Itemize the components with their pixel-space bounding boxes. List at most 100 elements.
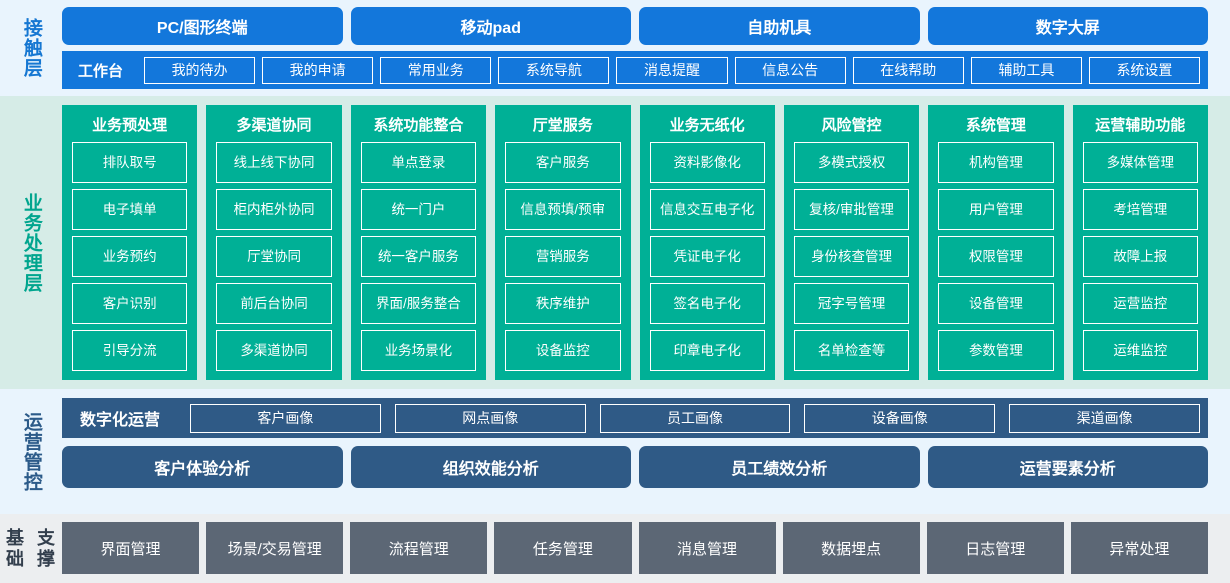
- business-item[interactable]: 秩序维护: [505, 283, 621, 324]
- business-column: 业务无纸化 资料影像化 信息交互电子化 凭证电子化 签名电子化 印章电子化: [639, 105, 775, 380]
- analysis-item[interactable]: 组织效能分析: [350, 446, 631, 488]
- workbench-item[interactable]: 消息提醒: [616, 56, 728, 84]
- business-item[interactable]: 运营监控: [1082, 283, 1198, 324]
- portrait-item[interactable]: 设备画像: [804, 403, 996, 433]
- workbench-item[interactable]: 在线帮助: [852, 56, 964, 84]
- business-item[interactable]: 设备监控: [505, 330, 621, 371]
- base-support-item[interactable]: 消息管理: [638, 522, 776, 574]
- business-item[interactable]: 印章电子化: [649, 330, 765, 371]
- workbench-item[interactable]: 系统设置: [1088, 56, 1200, 84]
- business-item[interactable]: 名单检查等: [793, 330, 910, 371]
- base-support-item[interactable]: 流程管理: [350, 522, 488, 574]
- workbench-item[interactable]: 我的申请: [262, 56, 374, 84]
- business-column: 风险管控 多模式授权 复核/审批管理 身份核查管理 冠字号管理 名单检查等: [783, 105, 920, 380]
- channel-button[interactable]: 数字大屏: [927, 7, 1208, 45]
- channel-button[interactable]: 自助机具: [639, 7, 920, 45]
- layer-contact: 接触层 PC/图形终端 移动pad 自助机具 数字大屏 工作台 我的待办 我的申…: [0, 0, 1230, 96]
- business-item[interactable]: 界面/服务整合: [360, 283, 477, 324]
- business-item[interactable]: 用户管理: [938, 189, 1054, 230]
- business-item[interactable]: 复核/审批管理: [793, 189, 910, 230]
- base-support-item[interactable]: 界面管理: [62, 522, 200, 574]
- base-support-item[interactable]: 日志管理: [926, 522, 1064, 574]
- layer-label-base-line2: 支撑: [37, 528, 56, 569]
- base-support-item[interactable]: 场景/交易管理: [206, 522, 344, 574]
- layer-label-base-support: 基础 支撑: [0, 514, 62, 583]
- business-item[interactable]: 参数管理: [938, 330, 1054, 371]
- channel-button[interactable]: PC/图形终端: [62, 7, 343, 45]
- workbench-item[interactable]: 系统导航: [498, 56, 610, 84]
- business-item[interactable]: 信息交互电子化: [649, 189, 765, 230]
- base-support-item[interactable]: 任务管理: [494, 522, 632, 574]
- business-column: 业务预处理 排队取号 电子填单 业务预约 客户识别 引导分流: [62, 105, 198, 380]
- business-item[interactable]: 权限管理: [938, 236, 1054, 277]
- business-item[interactable]: 身份核查管理: [793, 236, 910, 277]
- business-column-title: 系统功能整合: [373, 116, 464, 134]
- business-item[interactable]: 统一客户服务: [360, 236, 477, 277]
- portrait-item[interactable]: 渠道画像: [1009, 403, 1200, 433]
- business-item[interactable]: 凭证电子化: [649, 236, 765, 277]
- layer-business-body: 业务预处理 排队取号 电子填单 业务预约 客户识别 引导分流 多渠道协同 线上线…: [62, 96, 1230, 389]
- business-item[interactable]: 引导分流: [72, 330, 188, 371]
- business-item[interactable]: 资料影像化: [649, 142, 765, 183]
- business-item[interactable]: 运维监控: [1082, 330, 1198, 371]
- workbench-bar: 工作台 我的待办 我的申请 常用业务 系统导航 消息提醒 信息公告 在线帮助 辅…: [62, 51, 1208, 89]
- workbench-item[interactable]: 信息公告: [734, 56, 846, 84]
- business-item[interactable]: 考培管理: [1082, 189, 1198, 230]
- base-support-row: 界面管理 场景/交易管理 流程管理 任务管理 消息管理 数据埋点 日志管理 异常…: [62, 522, 1208, 574]
- business-column: 系统功能整合 单点登录 统一门户 统一客户服务 界面/服务整合 业务场景化: [350, 105, 487, 380]
- layer-label-business: 业务处理层: [20, 192, 42, 293]
- business-column: 多渠道协同 线上线下协同 柜内柜外协同 厅堂协同 前后台协同 多渠道协同: [206, 105, 342, 380]
- business-item[interactable]: 统一门户: [360, 189, 477, 230]
- analysis-item[interactable]: 客户体验分析: [62, 446, 343, 488]
- business-item[interactable]: 线上线下协同: [216, 142, 332, 183]
- business-item[interactable]: 冠字号管理: [793, 283, 910, 324]
- business-item[interactable]: 排队取号: [72, 142, 188, 183]
- layer-business: 业务处理层 业务预处理 排队取号 电子填单 业务预约 客户识别 引导分流 多渠道…: [0, 96, 1230, 389]
- business-item[interactable]: 故障上报: [1082, 236, 1198, 277]
- business-column-title: 业务无纸化: [669, 116, 745, 134]
- business-item[interactable]: 多渠道协同: [216, 330, 332, 371]
- business-columns: 业务预处理 排队取号 电子填单 业务预约 客户识别 引导分流 多渠道协同 线上线…: [62, 105, 1208, 380]
- business-column-title: 系统管理: [965, 116, 1026, 134]
- business-item[interactable]: 多媒体管理: [1082, 142, 1198, 183]
- base-support-item[interactable]: 异常处理: [1070, 522, 1208, 574]
- business-column-title: 运营辅助功能: [1095, 116, 1186, 134]
- business-item[interactable]: 厅堂协同: [216, 236, 332, 277]
- portrait-item[interactable]: 网点画像: [394, 403, 586, 433]
- workbench-item[interactable]: 常用业务: [380, 56, 492, 84]
- digital-operations-row: 数字化运营 客户画像 网点画像 员工画像 设备画像 渠道画像: [62, 398, 1208, 438]
- business-item[interactable]: 单点登录: [360, 142, 477, 183]
- business-item[interactable]: 柜内柜外协同: [216, 189, 332, 230]
- portrait-item[interactable]: 员工画像: [599, 403, 791, 433]
- layer-label-base-line1: 基础: [6, 528, 25, 569]
- business-item[interactable]: 业务场景化: [360, 330, 477, 371]
- business-item[interactable]: 营销服务: [505, 236, 621, 277]
- base-support-item[interactable]: 数据埋点: [782, 522, 920, 574]
- layer-base-support: 基础 支撑 界面管理 场景/交易管理 流程管理 任务管理 消息管理 数据埋点 日…: [0, 514, 1230, 583]
- business-item[interactable]: 设备管理: [938, 283, 1054, 324]
- layer-label-contact: 接触层: [20, 18, 42, 78]
- business-item[interactable]: 电子填单: [72, 189, 188, 230]
- business-item[interactable]: 业务预约: [72, 236, 188, 277]
- workbench-item[interactable]: 我的待办: [144, 56, 256, 84]
- channel-row: PC/图形终端 移动pad 自助机具 数字大屏: [62, 7, 1208, 45]
- analysis-item[interactable]: 员工绩效分析: [639, 446, 920, 488]
- analysis-item[interactable]: 运营要素分析: [927, 446, 1208, 488]
- portrait-item[interactable]: 客户画像: [190, 403, 381, 433]
- business-item[interactable]: 机构管理: [938, 142, 1054, 183]
- business-column: 系统管理 机构管理 用户管理 权限管理 设备管理 参数管理: [928, 105, 1064, 380]
- analysis-row: 客户体验分析 组织效能分析 员工绩效分析 运营要素分析: [62, 446, 1208, 488]
- layer-contact-body: PC/图形终端 移动pad 自助机具 数字大屏 工作台 我的待办 我的申请 常用…: [62, 0, 1230, 96]
- business-item[interactable]: 前后台协同: [216, 283, 332, 324]
- business-item[interactable]: 信息预填/预审: [505, 189, 621, 230]
- business-item[interactable]: 客户服务: [505, 142, 621, 183]
- layer-operations: 运营管控 数字化运营 客户画像 网点画像 员工画像 设备画像 渠道画像 客户体验…: [0, 389, 1230, 514]
- business-item[interactable]: 多模式授权: [793, 142, 910, 183]
- workbench-item[interactable]: 辅助工具: [970, 56, 1082, 84]
- business-item[interactable]: 客户识别: [72, 283, 188, 324]
- business-item[interactable]: 签名电子化: [649, 283, 765, 324]
- workbench-title: 工作台: [78, 62, 124, 80]
- business-column-title: 业务预处理: [92, 116, 168, 134]
- channel-button[interactable]: 移动pad: [350, 7, 631, 45]
